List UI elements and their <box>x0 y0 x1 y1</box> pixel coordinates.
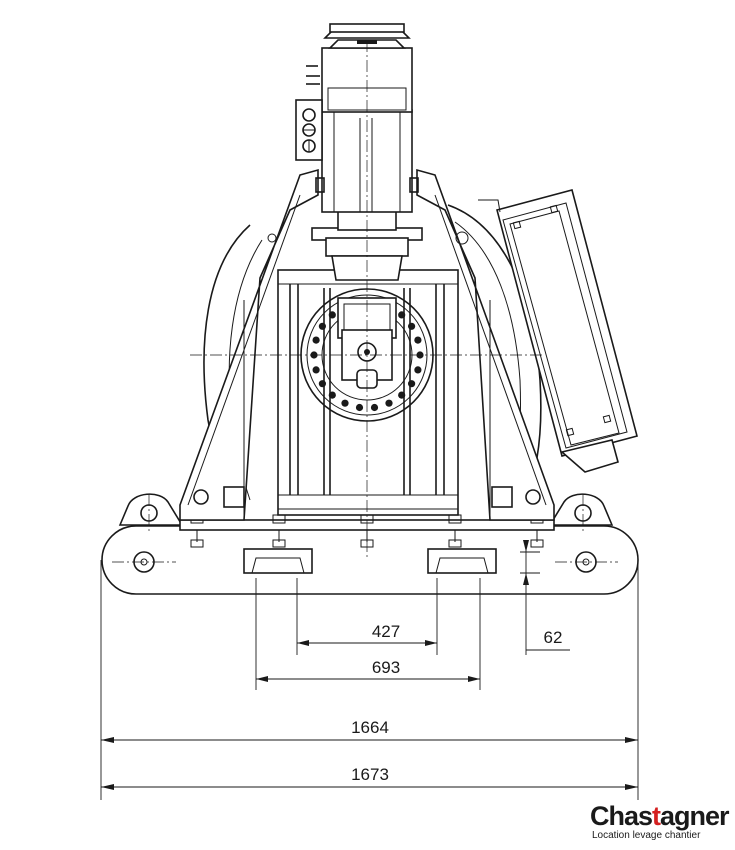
gear-bolt <box>385 399 393 407</box>
gear-bolt <box>414 366 422 374</box>
brand-logo: Chastagner Location levage chantier <box>590 802 730 841</box>
base-slots <box>243 548 497 574</box>
dim-62-label: 62 <box>544 628 563 647</box>
gear-bolt <box>414 336 422 344</box>
dim-427-label: 427 <box>372 622 400 641</box>
gear-bolt <box>312 336 320 344</box>
gear-bolt <box>341 399 349 407</box>
dim-693-label: 693 <box>372 658 400 677</box>
side-frame <box>179 168 555 521</box>
motor-assembly <box>295 23 423 281</box>
gear-bolt <box>318 380 326 388</box>
centre-lines <box>112 40 618 563</box>
dim-1673-label: 1673 <box>351 765 389 784</box>
gear-bolt <box>312 366 320 374</box>
dim-1664-label: 1664 <box>351 718 389 737</box>
gear-bolt <box>408 380 416 388</box>
gear-bolt <box>318 322 326 330</box>
gear-bolt <box>355 403 364 412</box>
gear-bolt <box>370 403 379 412</box>
brand-tagline: Location levage chantier <box>592 830 701 841</box>
gear-bolt <box>408 322 416 330</box>
brand-name: Chastagner <box>590 801 730 831</box>
control-cabinet <box>478 189 638 473</box>
dimension-lines <box>100 540 639 800</box>
